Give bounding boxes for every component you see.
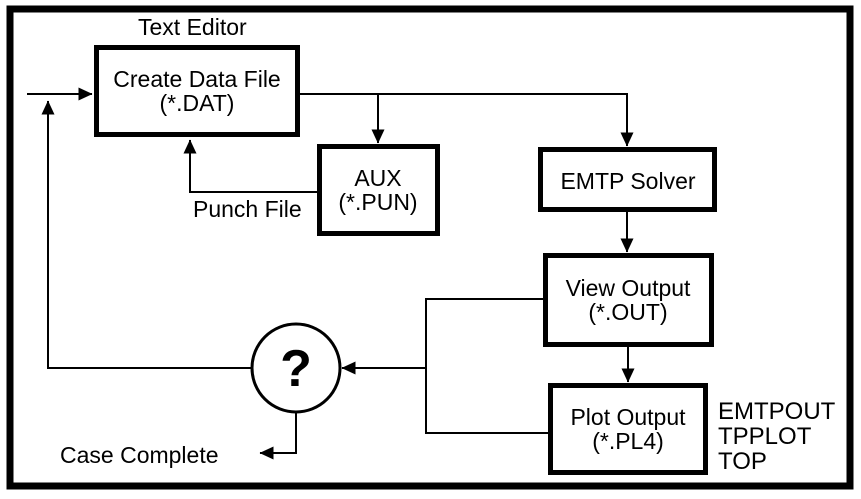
decision-circle bbox=[250, 322, 342, 414]
question-mark: ? bbox=[280, 340, 312, 398]
case-complete-label: Case Complete bbox=[60, 442, 219, 468]
plot-tool-emtpout-label: EMTPOUT bbox=[718, 398, 836, 425]
node-create-data-file: Create Data File (*.DAT) bbox=[94, 45, 300, 137]
node-view-output: View Output (*.OUT) bbox=[543, 253, 714, 347]
node-emtp-solver: EMTP Solver bbox=[538, 147, 717, 212]
connector-punch-file bbox=[183, 139, 317, 193]
view-output-ext: (*.OUT) bbox=[588, 299, 667, 325]
create-data-file-ext: (*.DAT) bbox=[160, 90, 235, 116]
node-plot-output: Plot Output (*.PL4) bbox=[548, 383, 708, 475]
diagram-border-frame bbox=[6, 5, 854, 490]
aux-title: AUX bbox=[354, 165, 401, 191]
plot-tool-tpplot-label: TPPLOT bbox=[718, 423, 812, 450]
plot-output-ext: (*.PL4) bbox=[592, 428, 664, 454]
aux-ext: (*.PUN) bbox=[338, 189, 417, 215]
connector-dat-to-emtp bbox=[300, 93, 634, 147]
plot-output-title: Plot Output bbox=[570, 404, 686, 430]
emtp-solver-title: EMTP Solver bbox=[560, 168, 695, 194]
emtp-solver-box bbox=[538, 147, 717, 212]
plot-output-box bbox=[548, 383, 708, 475]
aux-box bbox=[317, 144, 440, 236]
plot-tool-top-label: TOP bbox=[718, 448, 767, 475]
node-aux: AUX (*.PUN) bbox=[317, 144, 440, 236]
create-data-file-box bbox=[94, 45, 300, 137]
node-decision: ? bbox=[250, 322, 342, 414]
punch-file-label: Punch File bbox=[193, 196, 302, 222]
view-output-title: View Output bbox=[566, 275, 691, 301]
create-data-file-title: Create Data File bbox=[113, 66, 280, 92]
connector-feedback-loop bbox=[41, 100, 252, 369]
connector-case-complete bbox=[259, 412, 297, 460]
text-editor-label: Text Editor bbox=[138, 14, 247, 40]
connector-outputs-collector bbox=[425, 298, 548, 434]
view-output-box bbox=[543, 253, 714, 347]
